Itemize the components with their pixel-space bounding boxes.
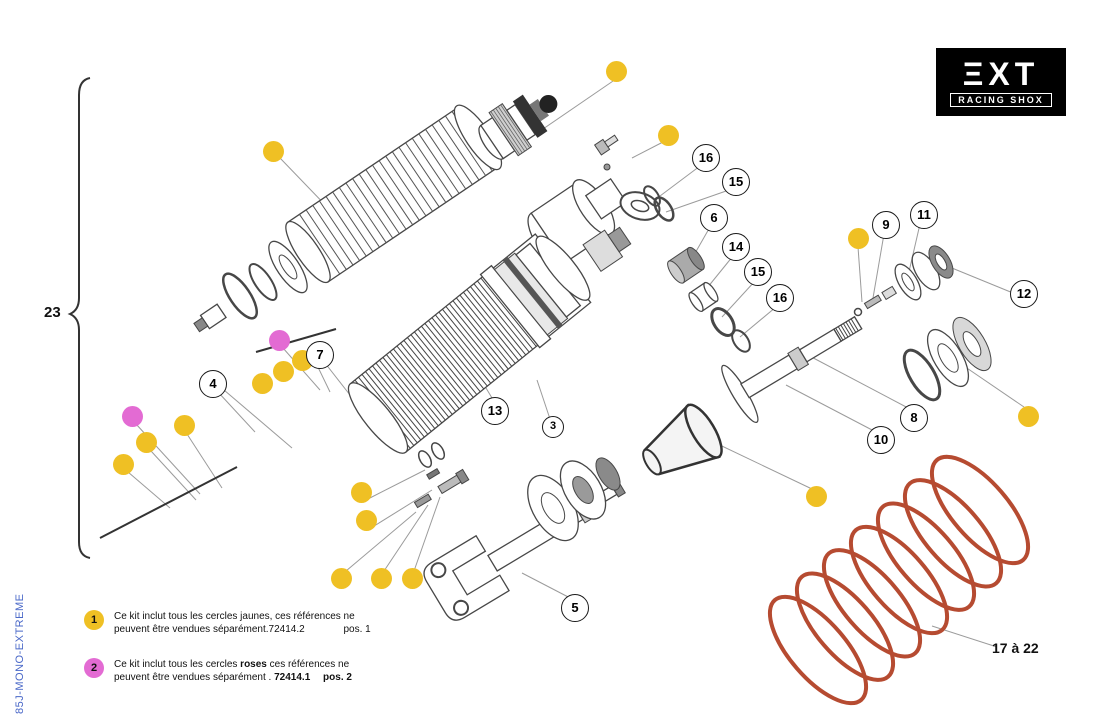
callout-5: 5 (561, 594, 589, 622)
kit-legend: 1 Ce kit inclut tous les cercles jaunes,… (84, 610, 504, 706)
kit-group-line-lower (99, 466, 238, 539)
kit-circle-yellow (251, 372, 273, 394)
kit-circle-yellow (350, 481, 372, 503)
kit-circle-yellow (605, 60, 627, 82)
pink-kit-badge: 2 (84, 658, 104, 678)
kit-circle-yellow (847, 227, 869, 249)
leader-lines (127, 78, 1025, 648)
pink-kit-line2b: 72414.1 (274, 672, 311, 683)
callout-10: 10 (867, 426, 895, 454)
pink-kit-line2a: peuvent être vendues séparément . (114, 672, 275, 683)
part-small-hardware (413, 442, 470, 509)
part-spring-seat-washers (527, 457, 621, 542)
kit-circle-pink (268, 329, 290, 351)
pink-kit-line1b: roses (240, 659, 267, 670)
legend-item-yellow-kit: 1 Ce kit inclut tous les cercles jaunes,… (84, 610, 504, 636)
coil-spring (767, 454, 1031, 706)
part-top-cap (478, 94, 558, 160)
kit-circle-yellow (1017, 405, 1039, 427)
part-shaft (721, 315, 863, 424)
pink-kit-pos: pos. 2 (323, 672, 352, 683)
part-reservoir-piston (193, 240, 308, 333)
logo-wordmark: ΞXT (962, 55, 1040, 92)
callout-16: 16 (766, 284, 794, 312)
kit-group-line-upper (255, 328, 337, 353)
pink-kit-line1c: ces références ne (266, 659, 350, 670)
yellow-kit-line1: Ce kit inclut tous les cercles jaunes, c… (114, 611, 355, 622)
kit-circle-yellow (370, 567, 392, 589)
bracket-23 (67, 77, 91, 559)
part-seal-head (902, 316, 992, 402)
logo-subtitle: RACING SHOX (950, 92, 1052, 107)
part-reservoir-bellows (285, 104, 503, 284)
yellow-kit-pos: pos. 1 (343, 624, 371, 635)
legend-item-pink-kit: 2 Ce kit inclut tous les cercles roses c… (84, 658, 504, 684)
callout-15: 15 (744, 258, 772, 286)
pink-kit-line1a: Ce kit inclut tous les cercles (114, 659, 241, 670)
pink-kit-text: Ce kit inclut tous les cercles roses ces… (114, 658, 352, 684)
model-code-vertical: 85J-MONO-EXTREME (14, 593, 26, 714)
callout-15: 15 (722, 168, 750, 196)
spring-range-label: 17 à 22 (992, 640, 1039, 656)
bracket-number: 23 (44, 304, 61, 321)
yellow-kit-line2: peuvent être vendues séparément.72414.2 (114, 624, 305, 635)
kit-circle-yellow (173, 414, 195, 436)
callout-4: 4 (199, 370, 227, 398)
kit-circle-yellow (657, 124, 679, 146)
yellow-kit-badge: 1 (84, 610, 104, 630)
kit-circle-yellow (401, 567, 423, 589)
kit-circle-yellow (262, 140, 284, 162)
callout-6: 6 (700, 204, 728, 232)
callout-13: 13 (481, 397, 509, 425)
kit-circle-yellow (112, 453, 134, 475)
callout-7: 7 (306, 341, 334, 369)
callout-8: 8 (900, 404, 928, 432)
part-bushing (667, 246, 705, 284)
part-oring-16 (731, 329, 751, 353)
ext-racing-shox-logo: ΞXT RACING SHOX (936, 48, 1066, 116)
callout-14: 14 (722, 233, 750, 261)
yellow-kit-text: Ce kit inclut tous les cercles jaunes, c… (114, 610, 371, 636)
part-cone-bumper (642, 403, 723, 476)
callout-3: 3 (542, 416, 564, 438)
part-main-body (347, 233, 592, 454)
kit-circle-yellow (355, 509, 377, 531)
part-piston-stack (582, 226, 632, 272)
kit-circle-yellow (135, 431, 157, 453)
callout-12: 12 (1010, 280, 1038, 308)
callout-9: 9 (872, 211, 900, 239)
part-spacer (688, 281, 719, 313)
kit-circle-yellow (272, 360, 294, 382)
part-needle-set (853, 285, 898, 317)
callout-16: 16 (692, 144, 720, 172)
callout-11: 11 (910, 201, 938, 229)
kit-circle-pink (121, 405, 143, 427)
part-washers (894, 245, 954, 301)
part-bleed-screw (593, 134, 619, 171)
kit-circle-yellow (805, 485, 827, 507)
kit-circle-yellow (330, 567, 352, 589)
